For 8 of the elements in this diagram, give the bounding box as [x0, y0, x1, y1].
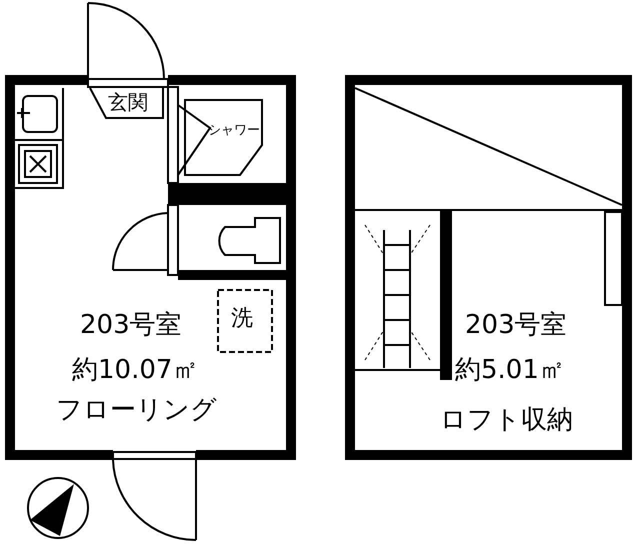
washer-label: 洗 — [231, 308, 253, 330]
room-number: 203号室 — [465, 312, 567, 338]
room-area: 約10.07㎡ — [72, 357, 198, 383]
room-use-label: ロフト収納 — [440, 407, 573, 433]
room-area: 約5.01㎡ — [455, 357, 565, 383]
room-number: 203号室 — [80, 312, 182, 338]
entrance-label: 玄関 — [108, 92, 148, 112]
floor-type-label: フローリング — [56, 397, 217, 423]
